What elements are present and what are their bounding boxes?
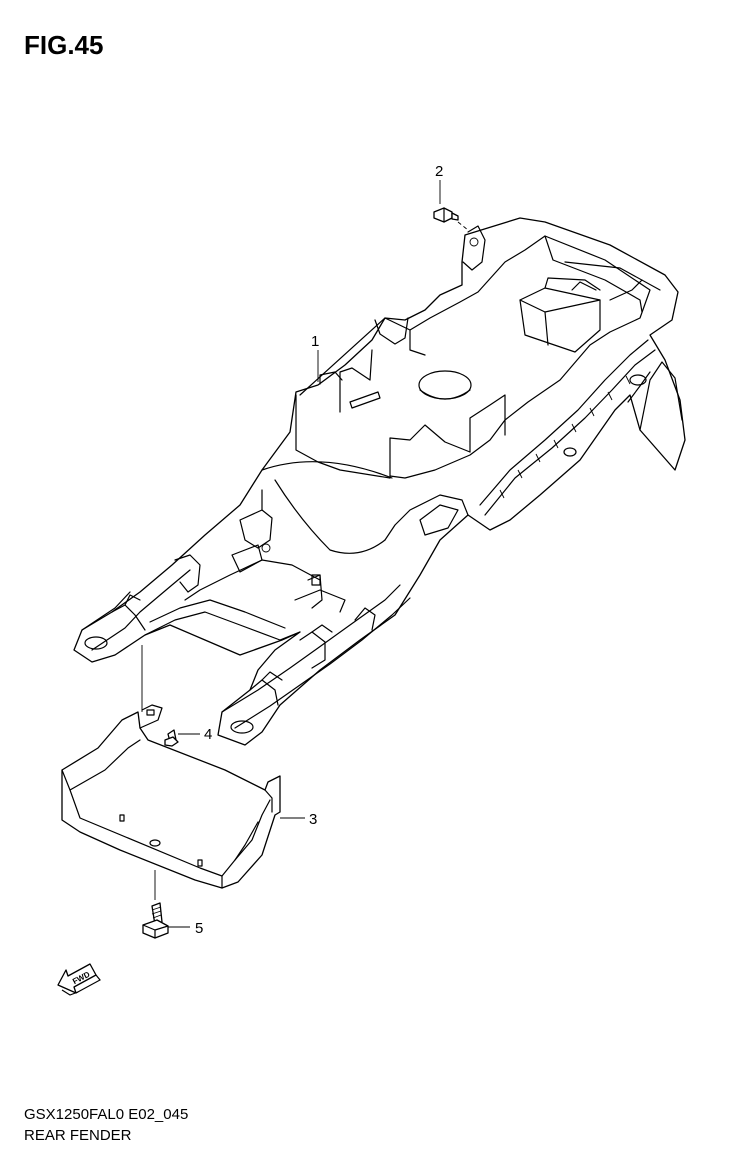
callout-1: 1 bbox=[311, 333, 319, 350]
bolt-5-part[interactable] bbox=[142, 902, 169, 939]
under-tray-part[interactable] bbox=[61, 704, 281, 889]
figure-title: FIG.45 bbox=[24, 30, 104, 60]
footer-code: GSX1250FAL0 E02_045 bbox=[24, 1106, 189, 1123]
callout-2: 2 bbox=[435, 163, 443, 180]
footer-name: REAR FENDER bbox=[24, 1127, 132, 1144]
rear-fender-part[interactable] bbox=[73, 217, 686, 746]
assembly-line-2 bbox=[457, 221, 469, 231]
callout-5: 5 bbox=[195, 920, 203, 937]
fwd-arrow-icon: FWD bbox=[57, 963, 101, 996]
screw-4-part[interactable] bbox=[164, 729, 179, 747]
callout-3: 3 bbox=[309, 811, 317, 828]
bolt-2-part[interactable] bbox=[433, 207, 459, 223]
callout-4: 4 bbox=[204, 726, 212, 743]
